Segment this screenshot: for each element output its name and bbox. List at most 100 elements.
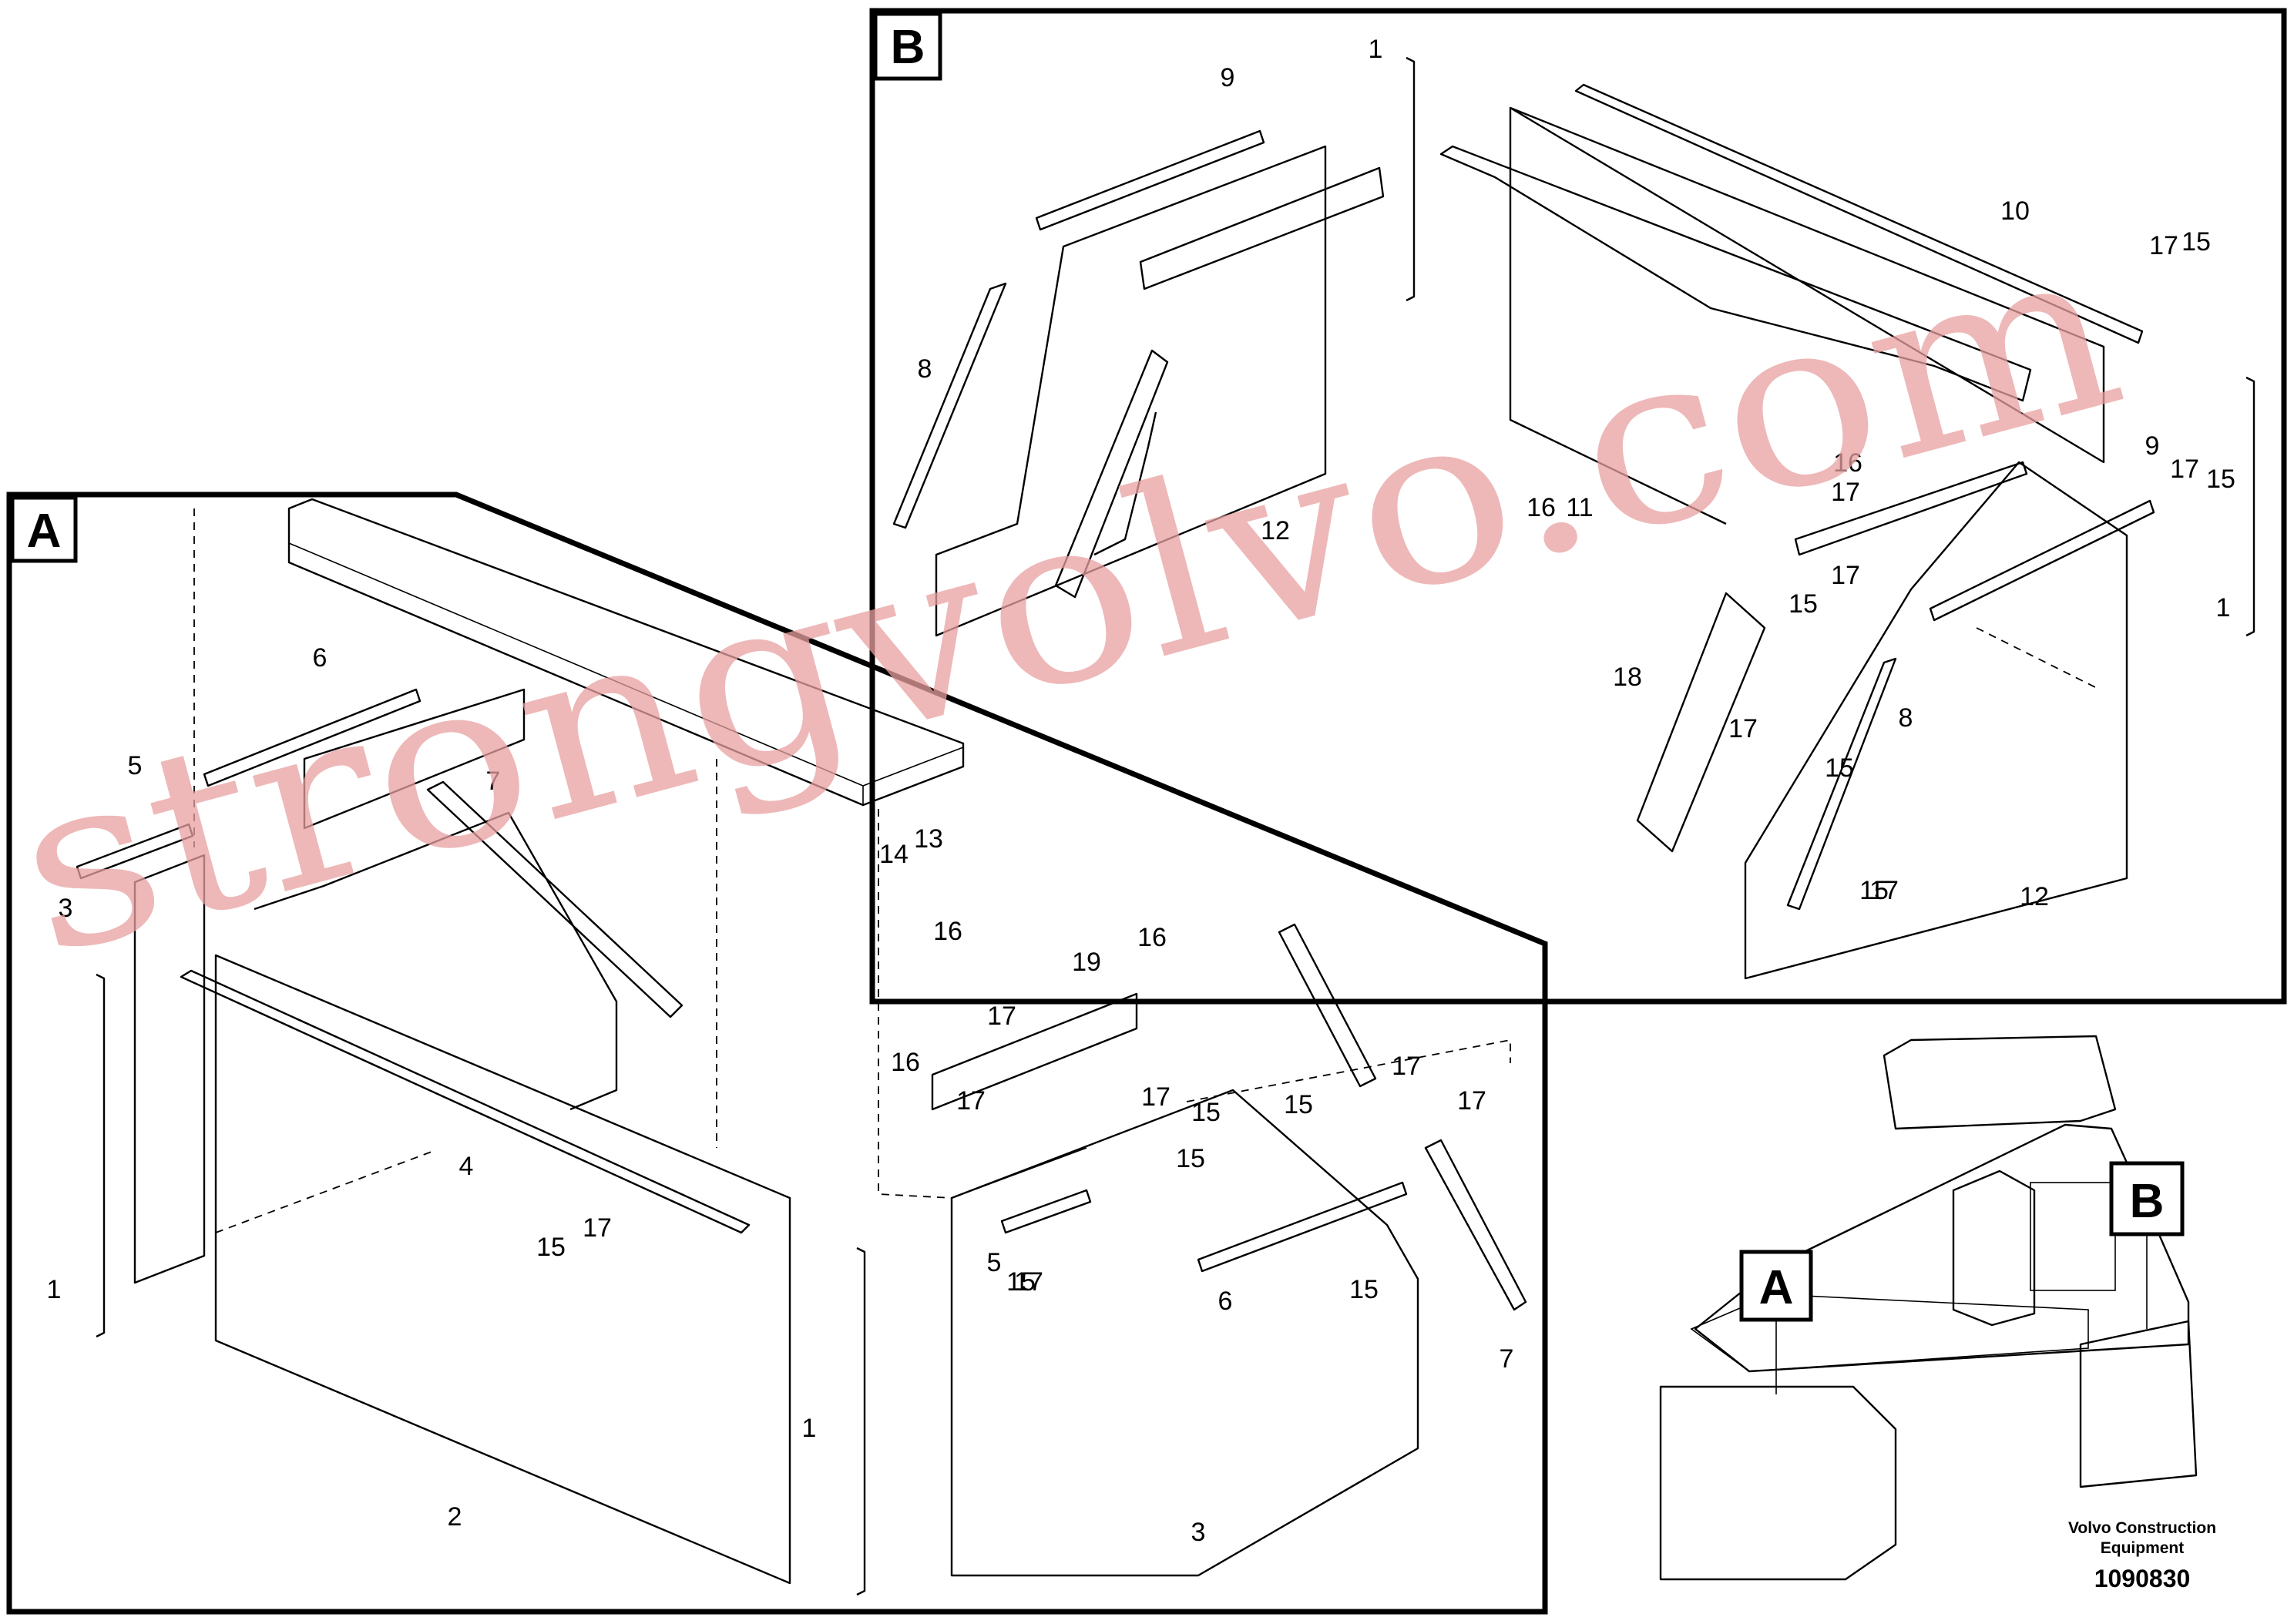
svg-text:B: B [2130,1175,2165,1228]
bracket-b-long [1439,145,2032,402]
bracket-b-upper [1139,166,1385,290]
panel-b-callout-10: 10 [2000,196,2030,226]
bracket-b-lower [1794,461,2028,556]
panel-a-callout-17: 17 [956,1086,986,1116]
panel-b-callout-8: 8 [1899,703,1913,733]
panel-a-callout-14: 14 [879,840,909,869]
panel-a-callout-13: 13 [914,824,943,854]
panel-a-callout-15: 15 [1176,1144,1205,1173]
panel-a-callout-17: 17 [1392,1052,1421,1081]
rail-10 [1574,83,2144,344]
panel-a-callout-17: 17 [1457,1086,1486,1116]
panel-a-callout-16: 16 [933,917,962,946]
panel-b-callout-12: 12 [1261,516,1290,545]
panel-b-callout-15: 15 [1789,589,1818,619]
brand-line-2: Equipment [2101,1539,2185,1557]
strip-7-a [426,780,683,1018]
panel-a-callout-3: 3 [59,894,73,923]
panel-b-callout-18: 18 [1613,663,1642,692]
panel-a-callout-19: 19 [1072,948,1101,977]
left-hinge-strip [96,973,106,1338]
watermark: strongvolvo.com [0,190,2145,1008]
channel-b-lower [1636,592,1766,853]
brand-line-1: Volvo Construction [2068,1519,2216,1537]
panel-a-callout-15: 15 [1191,1098,1221,1127]
panel-b-callout-9: 9 [2145,431,2160,461]
panel-a-callout-3: 3 [1191,1518,1206,1547]
svg-text:B: B [891,21,925,74]
panel-a-callout-5: 5 [987,1248,1002,1277]
panel-b-callout-1: 1 [1369,35,1383,64]
inset-tag-a: A [1739,1250,1813,1322]
panel-11 [1509,106,2105,464]
panel-b-callout-17: 17 [1831,561,1860,590]
panel-b-callout-11: 11 [1566,493,1593,522]
panel-b-callout-17: 17 [2149,231,2178,260]
panel-a-callout-15: 15 [1349,1275,1379,1304]
strip-6-right [1197,1181,1408,1273]
upper-bracket [303,688,526,830]
drawing-number: 1090830 [2094,1565,2191,1592]
panel-a-tag: A [10,495,78,563]
panel-b-callout-15: 15 [1825,753,1854,783]
panel-a-callouts: 1123345566771314151515151516161617171717… [47,643,1514,1547]
panel-a-callout-5: 5 [128,751,143,780]
panel-a-callout-2: 2 [448,1502,462,1532]
strip-8-right [1786,657,1897,911]
panel-b-callout-9: 9 [1221,63,1235,92]
panel-b-callout-16: 16 [1527,493,1556,522]
panel-b-callout-15: 15 [1859,876,1889,905]
panel-b-callout-15: 15 [2206,465,2235,494]
strip-5-right [1000,1189,1092,1234]
svg-text:A: A [27,505,62,558]
inset-mudguard-a [1659,1385,1897,1581]
panel-a-parts [76,498,1527,1596]
hinge-b-right [2245,376,2255,637]
panel-a-callout-1: 1 [47,1275,62,1304]
panel-a-callout-1: 1 [802,1414,817,1443]
panel-b-callout-17: 17 [1869,876,1899,905]
right-hinge-strip [856,1247,866,1596]
right-panel-a [950,1089,1419,1577]
panel-b-callout-17: 17 [2170,455,2199,484]
panel-b-frame [869,8,2287,1005]
panel-a-callout-7: 7 [1500,1344,1514,1374]
panel-a-frame [6,492,1548,1615]
strip-7-right [1424,1139,1527,1311]
panel-12-left [935,145,1327,637]
svg-text:A: A [1759,1261,1794,1314]
panel-a-callout-6: 6 [313,643,327,673]
bracket-16 [931,992,1138,1111]
panel-a-callout-15: 15 [536,1233,566,1262]
inset-mudguard-b [2079,1320,2198,1488]
inset-tag-b: B [2109,1161,2185,1236]
hinge-b-top [1406,56,1416,302]
left-side-panel [133,854,206,1284]
panel-b-callout-12: 12 [2020,882,2049,911]
strip-9-right [1929,499,2155,622]
panel-a-callout-15: 15 [1006,1267,1036,1297]
panel-a-callout-16: 16 [891,1048,920,1077]
panel-b-callout-1: 1 [2216,593,2231,622]
strip-6 [203,688,422,787]
panel-b-callout-17: 17 [1831,478,1860,507]
panel-a-callout-6: 6 [1218,1287,1233,1316]
panel-b-callouts: 1188991011121215151515151516161717171717… [918,35,2235,1119]
panel-b-callout-17: 17 [1728,714,1758,743]
strip-7-upper [1278,923,1377,1088]
rail-4 [180,969,751,1234]
channel-b [1054,349,1169,599]
panel-b-callout-15: 15 [1284,1090,1313,1119]
strip-8 [892,282,1007,529]
panel-b-tag: B [873,12,942,81]
strip-5 [76,823,194,880]
panel-a-callout-16: 16 [1137,923,1167,952]
panel-b-parts [892,56,2255,980]
panel-a-callout-17: 17 [583,1213,612,1243]
panel-b-callout-15: 15 [2181,227,2211,257]
panel-a-callout-17: 17 [1014,1267,1043,1297]
panel-b-callout-8: 8 [918,354,932,384]
panel-a-callout-17: 17 [987,1002,1016,1031]
